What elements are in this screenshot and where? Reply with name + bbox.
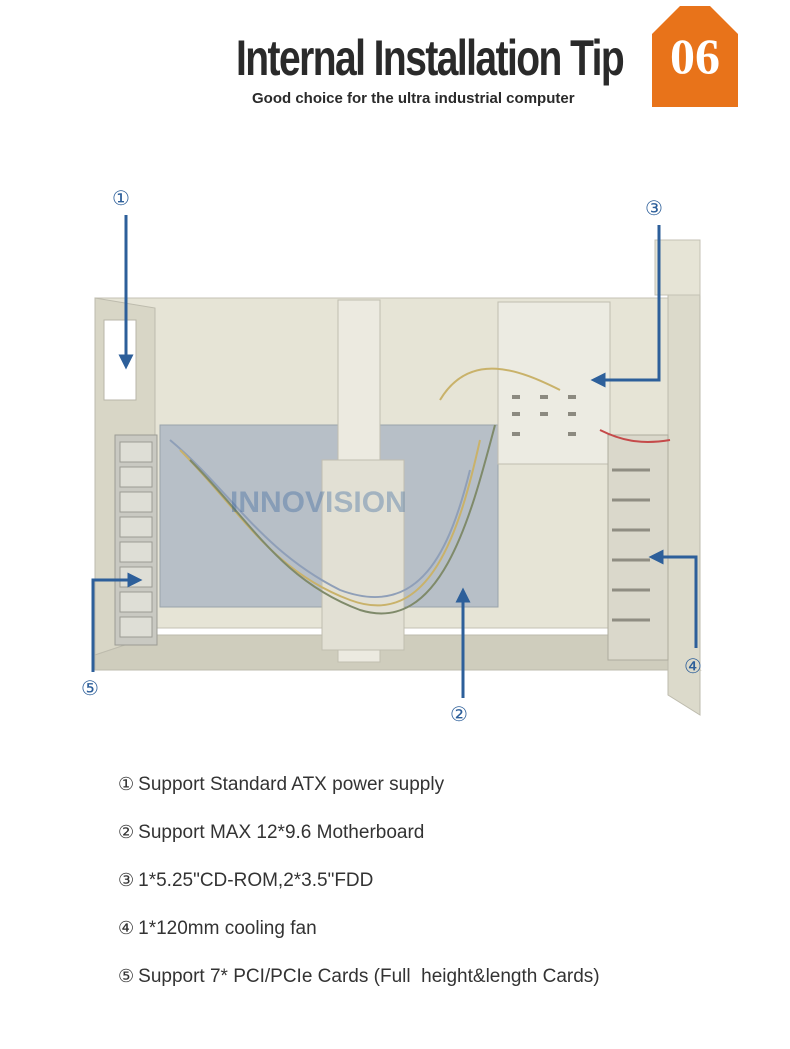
feature-text: Support MAX 12*9.6 Motherboard	[138, 822, 425, 843]
callout-1: ①	[112, 186, 130, 210]
chassis-photo: INNOVISION ① ② ③ ④ ⑤	[81, 186, 702, 726]
feature-text: Support 7* PCI/PCIe Cards (Full height&l…	[138, 966, 600, 987]
brand-watermark: INNOVISION	[230, 486, 407, 519]
feature-text: 1*5.25"CD-ROM,2*3.5"FDD	[138, 870, 374, 891]
callout-3: ③	[645, 196, 663, 220]
chassis-body	[94, 239, 702, 716]
feature-number: ②	[118, 822, 135, 843]
page-subtitle: Good choice for the ultra industrial com…	[252, 90, 575, 107]
feature-number: ①	[118, 774, 135, 795]
callout-2: ②	[450, 702, 468, 726]
feature-number: ⑤	[118, 966, 135, 987]
feature-number: ④	[118, 918, 135, 939]
callout-4: ④	[684, 654, 702, 678]
feature-text: Support Standard ATX power supply	[138, 774, 445, 795]
tip-number-badge: 06	[652, 6, 738, 107]
feature-text: 1*120mm cooling fan	[138, 918, 317, 939]
page-title: Internal Installation Tip	[236, 30, 625, 86]
callout-arrows	[91, 215, 698, 698]
feature-number: ③	[118, 870, 135, 891]
callout-5: ⑤	[81, 676, 99, 700]
